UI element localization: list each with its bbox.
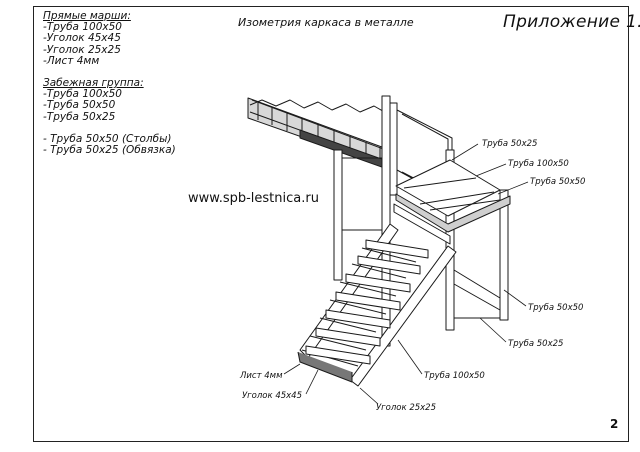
- leader-lines: [283, 143, 529, 405]
- callout-angle-25x25: Уголок 25х25: [376, 403, 436, 413]
- lower-flight: [297, 223, 457, 387]
- callout-sheet-4mm: Лист 4мм: [239, 371, 283, 381]
- drawing-title: Изометрия каркаса в металле: [238, 16, 414, 29]
- page-number: 2: [610, 417, 619, 431]
- materials-specification: Прямые марши: -Труба 100х50 -Уголок 45х4…: [43, 10, 176, 157]
- winder-group-heading: Забежная группа:: [43, 77, 144, 90]
- straight-flights-heading: Прямые марши:: [43, 10, 131, 22]
- spec-item: -Труба 100х50: [43, 88, 122, 101]
- drawing-frame: [33, 6, 629, 442]
- spec-item: -Труба 100х50: [43, 21, 122, 34]
- spec-item: -Уголок 45х45: [43, 32, 121, 45]
- spec-item: - Труба 50х50 (Столбы): [43, 132, 172, 145]
- callout-pipe-50x50-bottom: Труба 50х50: [528, 303, 583, 313]
- spec-item: -Труба 50х25: [43, 110, 116, 123]
- callout-labels: Труба 50х25 Труба 100х50 Труба 50х50 Тру…: [239, 139, 585, 413]
- spec-item: -Уголок 25х25: [43, 43, 121, 56]
- callout-pipe-100x50-top: Труба 100х50: [508, 159, 569, 169]
- appendix-label: Приложение 1.: [503, 12, 640, 32]
- spec-item: -Лист 4мм: [43, 54, 100, 67]
- spec-item: -Труба 50х50: [43, 99, 116, 112]
- callout-pipe-50x25-top: Труба 50х25: [482, 139, 537, 149]
- callout-angle-45x45: Уголок 45х45: [242, 391, 302, 401]
- spec-item: - Труба 50х25 (Обвязка): [43, 144, 176, 157]
- upper-flight: [247, 97, 391, 171]
- callout-pipe-50x50-top: Труба 50х50: [530, 177, 585, 187]
- callout-pipe-100x50-stringer: Труба 100х50: [424, 371, 485, 381]
- website-link[interactable]: www.spb-lestnica.ru: [188, 191, 319, 206]
- winder-landing: [393, 159, 511, 245]
- callout-pipe-50x25-bottom: Труба 50х25: [508, 339, 563, 349]
